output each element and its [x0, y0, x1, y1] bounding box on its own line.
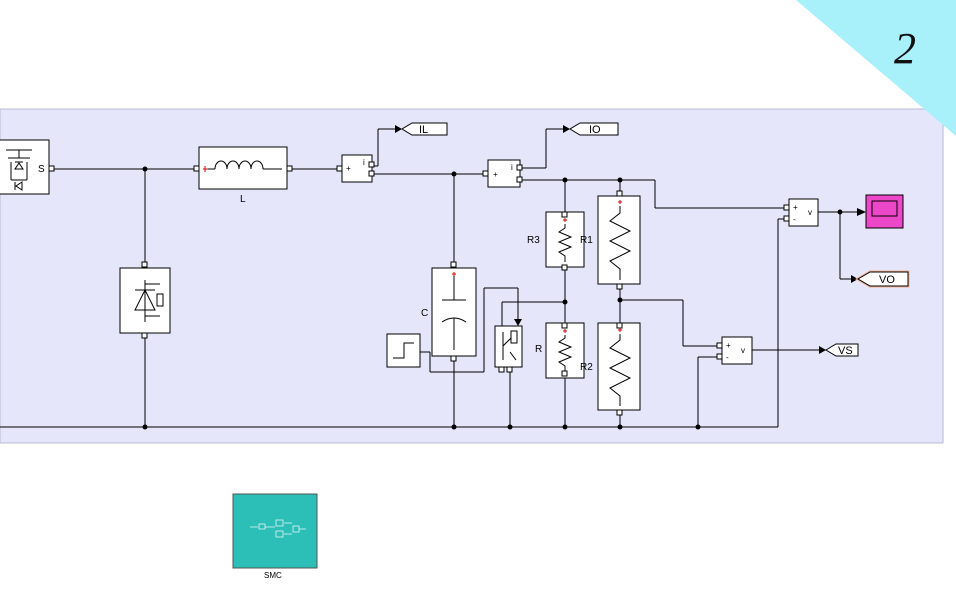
- svg-text:i: i: [511, 163, 513, 172]
- r-label: R: [535, 344, 542, 355]
- svg-text:-: -: [726, 353, 729, 362]
- step-block[interactable]: [386, 333, 421, 368]
- r3-label: R3: [527, 235, 540, 246]
- goto-tag-vo[interactable]: VO: [855, 270, 910, 288]
- goto-tag-il[interactable]: IL: [401, 122, 448, 136]
- current-sensor-il[interactable]: + i: [336, 154, 375, 183]
- svg-text:IO: IO: [589, 124, 601, 136]
- svg-text:+: +: [793, 203, 798, 212]
- smc-label: SMC: [264, 571, 282, 580]
- capacitor-block[interactable]: C: [421, 261, 477, 362]
- svg-text:+: +: [726, 341, 731, 350]
- svg-text:-: -: [793, 215, 796, 224]
- svg-text:IL: IL: [419, 124, 428, 136]
- page-number: 2: [894, 24, 916, 73]
- smc-subsystem[interactable]: SMC: [232, 493, 318, 580]
- mosfet-block[interactable]: S: [0, 139, 55, 195]
- voltage-sensor-vo[interactable]: + - v: [783, 198, 819, 227]
- goto-tag-io[interactable]: IO: [569, 122, 619, 136]
- svg-text:+: +: [493, 170, 498, 179]
- arrowheads: [395, 125, 866, 354]
- svg-text:+: +: [346, 164, 351, 173]
- page-corner-fold: [796, 0, 956, 136]
- ideal-switch-block[interactable]: [494, 325, 523, 373]
- scope-block[interactable]: [865, 194, 904, 229]
- svg-text:i: i: [363, 158, 365, 167]
- voltage-sensor-vs[interactable]: + - v: [716, 336, 753, 365]
- inductor-label: L: [240, 194, 246, 205]
- r1-label: R1: [580, 235, 593, 246]
- current-sensor-io[interactable]: + i: [482, 159, 523, 188]
- r2-label: R2: [580, 362, 593, 373]
- goto-tag-vs[interactable]: VS: [825, 343, 859, 357]
- svg-text:v: v: [741, 346, 745, 355]
- capacitor-label: C: [421, 308, 428, 319]
- junction-dots: [142, 166, 843, 430]
- inductor-block[interactable]: L: [193, 146, 293, 205]
- svg-text:v: v: [808, 208, 812, 217]
- svg-text:VO: VO: [879, 274, 895, 286]
- resistor-r[interactable]: R: [535, 322, 585, 379]
- diode-block[interactable]: [119, 261, 171, 339]
- switch-port-label: S: [38, 164, 45, 175]
- resistor-r1[interactable]: R1: [580, 190, 641, 290]
- svg-text:VS: VS: [838, 345, 853, 357]
- resistor-r3[interactable]: R3: [527, 211, 585, 271]
- resistor-r2[interactable]: R2: [580, 322, 641, 416]
